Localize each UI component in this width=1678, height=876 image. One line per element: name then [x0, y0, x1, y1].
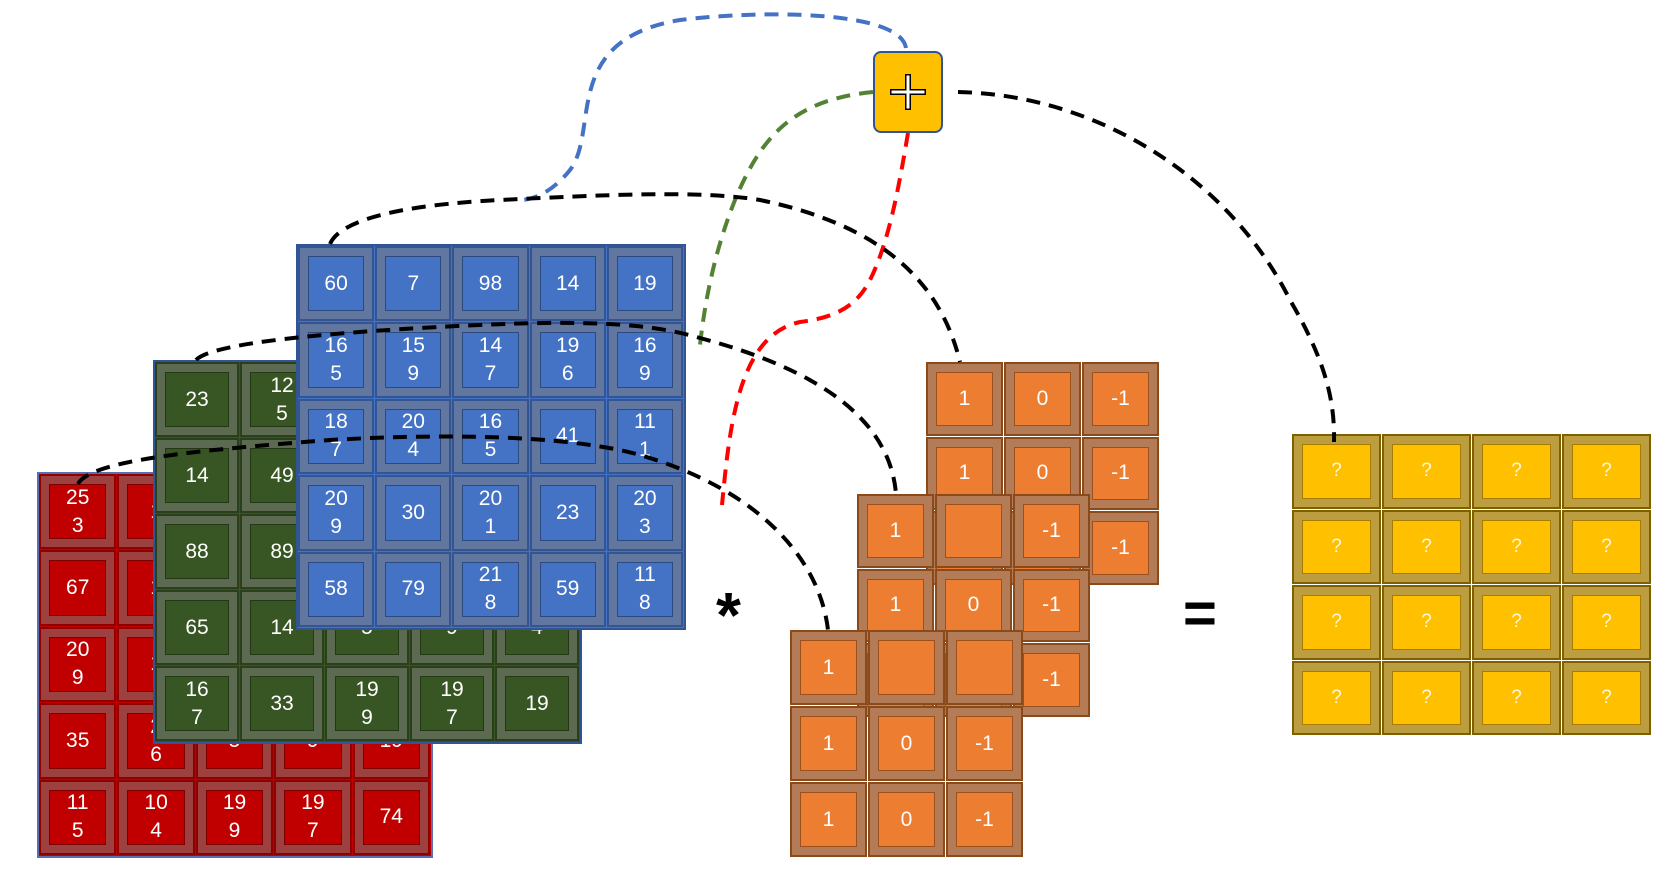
green-layer-cell: 23: [155, 362, 239, 437]
output-cell: ?: [1292, 434, 1381, 509]
blue-layer-cell: 11 8: [606, 551, 683, 627]
green-link: [698, 90, 874, 346]
blue-layer-cell: 19: [606, 246, 683, 322]
green-layer-cell: 88: [155, 514, 239, 589]
red-layer-cell: 74: [352, 779, 430, 855]
kernel-mid-cell: -1: [1013, 568, 1090, 643]
red-layer-cell: 20 9: [39, 626, 117, 703]
output-grid: ????????????????: [1292, 434, 1652, 736]
red-layer-cell: 10 4: [117, 779, 195, 855]
kernel-front-cell: -1: [946, 706, 1023, 781]
kernel-front-cell: 0: [868, 782, 945, 857]
red-layer-cell: 67: [39, 550, 117, 626]
output-cell: ?: [1382, 434, 1471, 509]
kernel-front-cell: [946, 630, 1023, 705]
blue-layer-cell: 20 9: [298, 475, 375, 551]
blue-layer-cell: 21 8: [452, 551, 529, 627]
kernel-front-cell: 1: [790, 782, 867, 857]
output-cell: ?: [1292, 585, 1381, 660]
output-cell: ?: [1292, 509, 1381, 584]
kernel-front-cell: 1: [790, 706, 867, 781]
black-link-blue-to-kernel: [328, 192, 962, 363]
blue-layer-cell: 20 3: [606, 475, 683, 551]
kernel-mid-cell: 1: [857, 494, 934, 568]
red-link: [720, 132, 910, 506]
kernel-front-cell: 1: [790, 630, 867, 705]
output-cell: ?: [1562, 660, 1651, 735]
green-layer-cell: 19 9: [325, 666, 409, 741]
blue-layer-cell: 59: [529, 551, 606, 627]
kernel-front-cell: [868, 630, 945, 705]
kernel-back-cell: -1: [1082, 436, 1159, 511]
blue-layer-cell: 41: [529, 398, 606, 475]
green-layer-cell: 33: [240, 666, 324, 741]
red-layer-cell: 25 3: [39, 474, 117, 550]
green-layer-cell: 19 7: [410, 666, 494, 741]
kernel-mid-cell: [935, 494, 1012, 568]
kernel-mid-cell: -1: [1013, 494, 1090, 568]
blue-layer-cell: 23: [529, 475, 606, 551]
convolve-operator: *: [716, 579, 741, 651]
red-layer-cell: 11 5: [39, 779, 117, 855]
blue-layer-cell: 98: [452, 246, 529, 322]
red-layer-cell: 19 7: [274, 779, 352, 855]
output-cell: ?: [1382, 585, 1471, 660]
output-cell: ?: [1292, 660, 1381, 735]
blue-layer-cell: 14 7: [452, 322, 529, 398]
output-cell: ?: [1472, 660, 1561, 735]
blue-layer-cell: 60: [298, 246, 375, 322]
kernel-front-cell: -1: [946, 782, 1023, 857]
output-cell: ?: [1472, 509, 1561, 584]
kernel-back-cell: -1: [1082, 362, 1159, 436]
blue-layer-cell: 20 1: [452, 475, 529, 551]
blue-layer-cell: 79: [375, 551, 452, 627]
green-layer-cell: 16 7: [155, 666, 239, 741]
sum-node: [873, 51, 943, 133]
red-layer-cell: 35: [39, 703, 117, 779]
output-cell: ?: [1472, 585, 1561, 660]
blue-layer-cell: 7: [375, 246, 452, 322]
plus-icon: [890, 74, 926, 110]
equals-operator: =: [1183, 581, 1217, 646]
red-layer-cell: 19 9: [195, 779, 274, 855]
output-cell: ?: [1382, 660, 1471, 735]
output-cell: ?: [1472, 434, 1561, 509]
blue-layer-cell: 18 7: [298, 398, 375, 475]
black-link-green-to-kernel: [194, 320, 898, 495]
black-link-red-to-kernel: [76, 434, 830, 631]
black-link-plus-to-output: [957, 90, 1337, 443]
blue-layer-cell: 16 9: [606, 322, 683, 398]
output-cell: ?: [1382, 509, 1471, 584]
blue-layer-cell: 11 1: [606, 398, 683, 475]
blue-link: [519, 12, 908, 202]
output-cell: ?: [1562, 509, 1651, 584]
blue-layer-cell: 20 4: [375, 398, 452, 475]
blue-layer-cell: 58: [298, 551, 375, 627]
output-cell: ?: [1562, 434, 1651, 509]
kernel-back-cell: 0: [1004, 362, 1081, 436]
green-layer-cell: 65: [155, 590, 239, 665]
blue-layer-cell: 14: [529, 246, 606, 322]
output-cell: ?: [1562, 585, 1651, 660]
green-layer-cell: 19: [495, 666, 579, 741]
kernel-front-cell: 0: [868, 706, 945, 781]
blue-layer-cell: 30: [375, 475, 452, 551]
kernel-back-cell: 1: [926, 362, 1003, 436]
blue-layer-cell: 15 9: [375, 322, 452, 398]
